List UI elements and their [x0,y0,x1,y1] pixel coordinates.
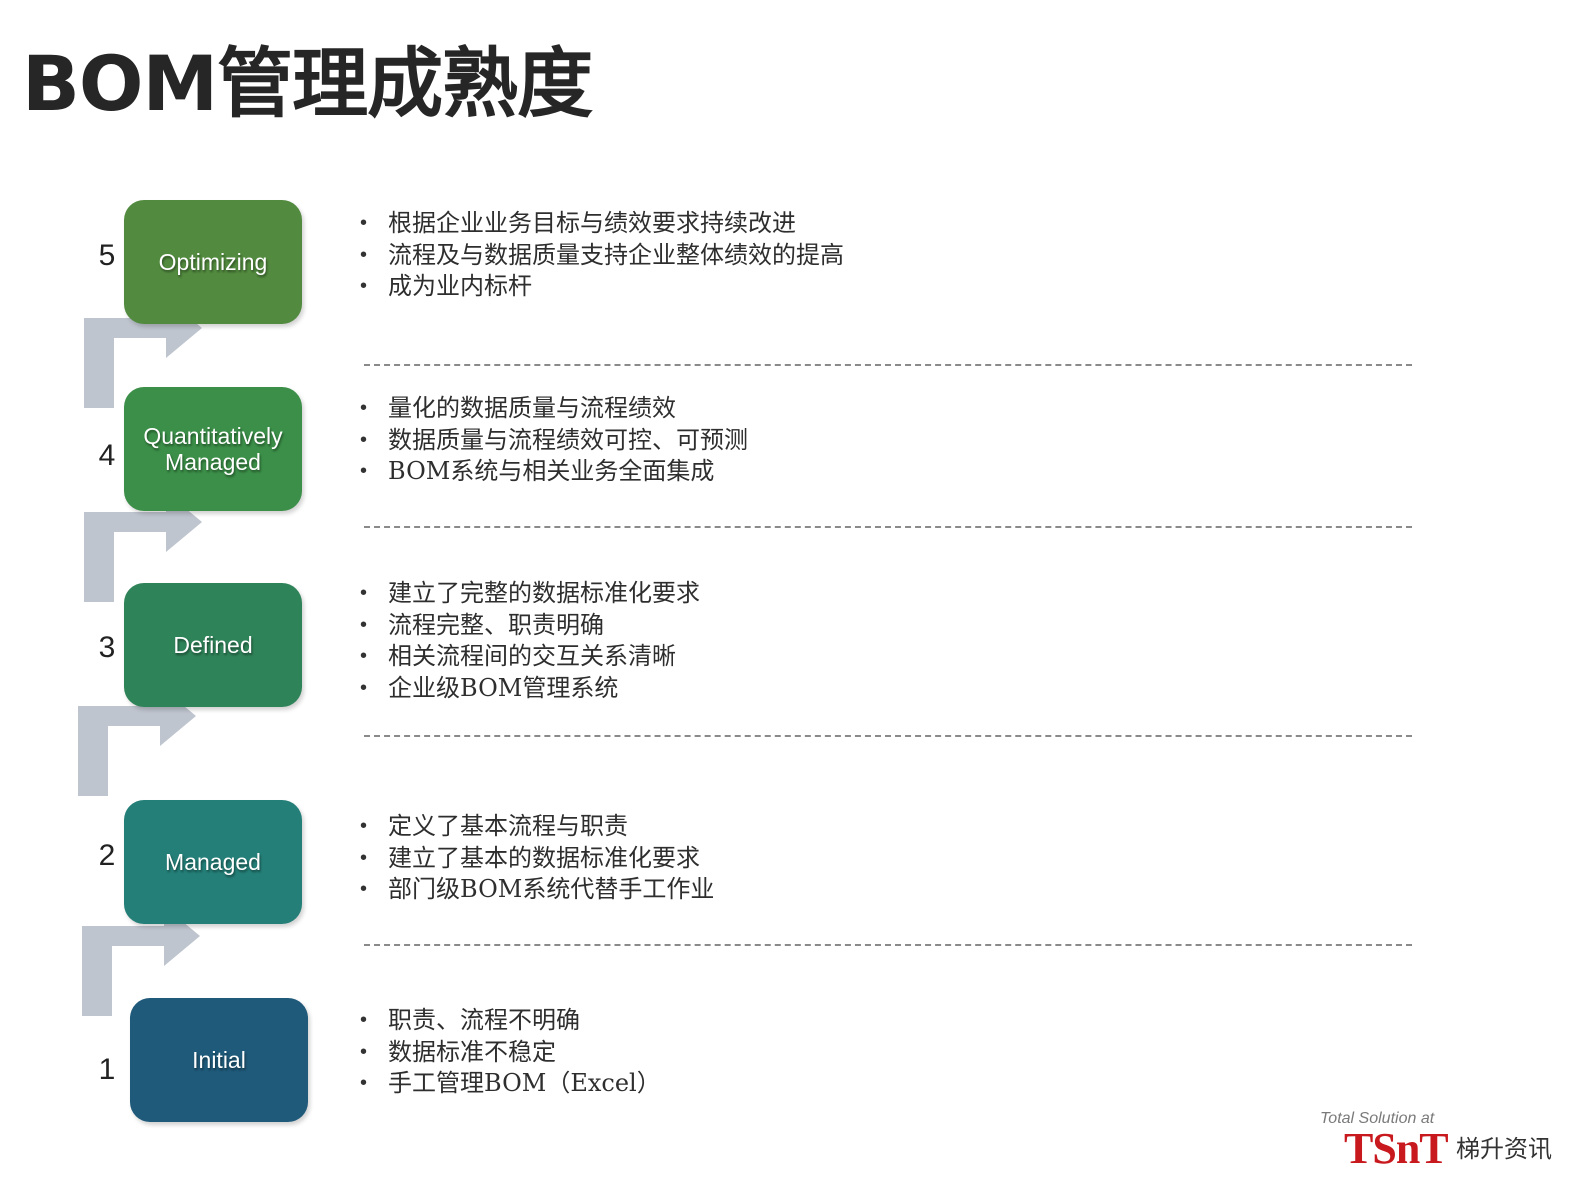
list-item: •相关流程间的交互关系清晰 [356,641,700,673]
level-description-list: •定义了基本流程与职责 •建立了基本的数据标准化要求 •部门级BOM系统代替手工… [356,811,714,906]
bullet-icon: • [360,275,368,297]
bullet-icon: • [360,1072,368,1094]
level-number: 3 [98,631,116,664]
level-label: Quantitatively Managed [143,423,283,475]
level-number: 4 [98,439,116,472]
bullet-icon: • [360,676,368,699]
list-item: •数据标准不稳定 [356,1037,661,1069]
list-item: •成为业内标杆 [356,271,844,303]
list-item: •企业级BOM管理系统 [356,673,700,705]
bullet-icon: • [360,397,368,419]
level-label: Managed [165,849,261,875]
bullet-icon: • [360,428,368,451]
list-item: •建立了基本的数据标准化要求 [356,843,714,875]
logo-mark: TSnT [1344,1124,1449,1173]
bullet-icon: • [360,582,368,604]
level-box-defined: Defined [124,583,302,707]
bullet-icon: • [360,878,368,900]
bullet-icon: • [360,460,368,482]
list-item: •数据质量与流程绩效可控、可预测 [356,425,748,457]
list-item: •BOM系统与相关业务全面集成 [356,456,748,488]
bullet-icon: • [360,613,368,636]
level-label: Defined [173,632,253,658]
step-arrow-icon [78,686,196,796]
level-label: Optimizing [158,249,268,275]
dashed-divider [364,944,1412,946]
list-item: •建立了完整的数据标准化要求 [356,578,700,610]
bullet-icon: • [360,243,368,266]
page-title: BOM管理成熟度 [22,39,593,128]
logo-tagline: Total Solution at [1320,1110,1435,1127]
bullet-icon: • [360,815,368,837]
level-label: Initial [192,1047,246,1073]
step-arrow-icon [82,906,200,1016]
list-item: •流程完整、职责明确 [356,610,700,642]
list-item: •手工管理BOM（Excel） [356,1068,661,1100]
level-description-list: •根据企业业务目标与绩效要求持续改进 •流程及与数据质量支持企业整体绩效的提高 … [356,208,844,303]
dashed-divider [364,526,1412,528]
logo-company-name: 梯升资讯 [1456,1135,1552,1163]
level-box-quantitatively-managed: Quantitatively Managed [124,387,302,511]
bullet-icon: • [360,212,368,234]
level-description-list: •量化的数据质量与流程绩效 •数据质量与流程绩效可控、可预测 •BOM系统与相关… [356,393,748,488]
list-item: •定义了基本流程与职责 [356,811,714,843]
company-logo: Total Solution at TSnT 梯升资讯 [1318,1108,1568,1178]
level-number: 5 [98,239,116,272]
level-box-managed: Managed [124,800,302,924]
level-number: 1 [98,1053,116,1086]
list-item: •量化的数据质量与流程绩效 [356,393,748,425]
list-item: •部门级BOM系统代替手工作业 [356,874,714,906]
bullet-icon: • [360,846,368,869]
dashed-divider [364,364,1412,366]
step-arrow-icon [84,492,202,602]
bullet-icon: • [360,645,368,667]
list-item: •根据企业业务目标与绩效要求持续改进 [356,208,844,240]
dashed-divider [364,735,1412,737]
list-item: •流程及与数据质量支持企业整体绩效的提高 [356,240,844,272]
level-description-list: •建立了完整的数据标准化要求 •流程完整、职责明确 •相关流程间的交互关系清晰 … [356,578,700,704]
level-description-list: •职责、流程不明确 •数据标准不稳定 •手工管理BOM（Excel） [356,1005,661,1100]
level-number: 2 [98,839,116,872]
list-item: •职责、流程不明确 [356,1005,661,1037]
bullet-icon: • [360,1040,368,1063]
bullet-icon: • [360,1009,368,1031]
step-arrow-icon [84,298,202,408]
level-box-initial: Initial [130,998,308,1122]
level-box-optimizing: Optimizing [124,200,302,324]
